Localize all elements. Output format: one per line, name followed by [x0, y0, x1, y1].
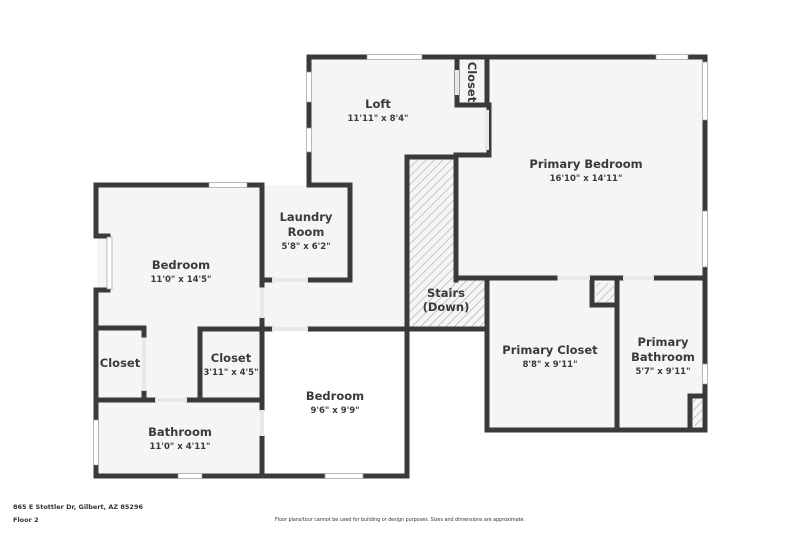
room-dims-laundry: 5'8" x 6'2" — [281, 242, 330, 252]
windows — [93, 54, 708, 479]
room-labels: Loft 11'11" x 8'4" Closet Primary Bedroo… — [100, 62, 695, 452]
room-name-stairs-2: (Down) — [423, 300, 470, 314]
room-name-laundry-1: Laundry — [280, 210, 333, 224]
room-dims-primary-bedroom: 16'10" x 14'11" — [550, 174, 623, 184]
room-name-primary-bedroom: Primary Bedroom — [529, 157, 642, 171]
room-name-bedroom-2: Bedroom — [306, 389, 364, 403]
room-dims-closet-mid: 3'11" x 4'5" — [203, 368, 258, 378]
room-name-laundry-2: Room — [288, 225, 325, 239]
disclaimer: Floor plans/tour cannot be used for buil… — [274, 518, 526, 523]
door-openings — [142, 70, 654, 436]
room-name-closet-mid: Closet — [211, 351, 252, 365]
room-dims-loft: 11'11" x 8'4" — [348, 114, 409, 124]
primary-shower-hatch — [596, 283, 614, 303]
room-name-primary-bath-1: Primary — [638, 335, 689, 349]
property-address: 865 E Stottler Dr, Gilbert, AZ 85296 — [13, 503, 144, 511]
room-name-primary-closet: Primary Closet — [502, 343, 598, 357]
walls — [93, 54, 708, 479]
stairs-hatch-lower — [409, 280, 487, 327]
room-name-closet-left: Closet — [100, 356, 141, 370]
room-dims-primary-closet: 8'8" x 9'11" — [522, 360, 577, 370]
room-dims-bedroom-2: 9'6" x 9'9" — [310, 406, 359, 416]
room-name-closet-loft: Closet — [465, 62, 479, 103]
room-name-bedroom-1: Bedroom — [152, 258, 210, 272]
room-name-bathroom: Bathroom — [148, 425, 212, 439]
room-dims-primary-bath: 5'7" x 9'11" — [635, 367, 690, 377]
room-dims-bedroom-1: 11'0" x 14'5" — [151, 275, 212, 285]
primary-bath-hatch — [693, 398, 702, 426]
room-name-loft: Loft — [365, 97, 391, 111]
room-name-stairs-1: Stairs — [427, 286, 465, 300]
room-dims-bathroom: 11'0" x 4'11" — [150, 442, 211, 452]
room-name-primary-bath-2: Bathroom — [631, 350, 695, 364]
floor-fills — [97, 57, 705, 476]
floor-label: Floor 2 — [13, 516, 39, 524]
